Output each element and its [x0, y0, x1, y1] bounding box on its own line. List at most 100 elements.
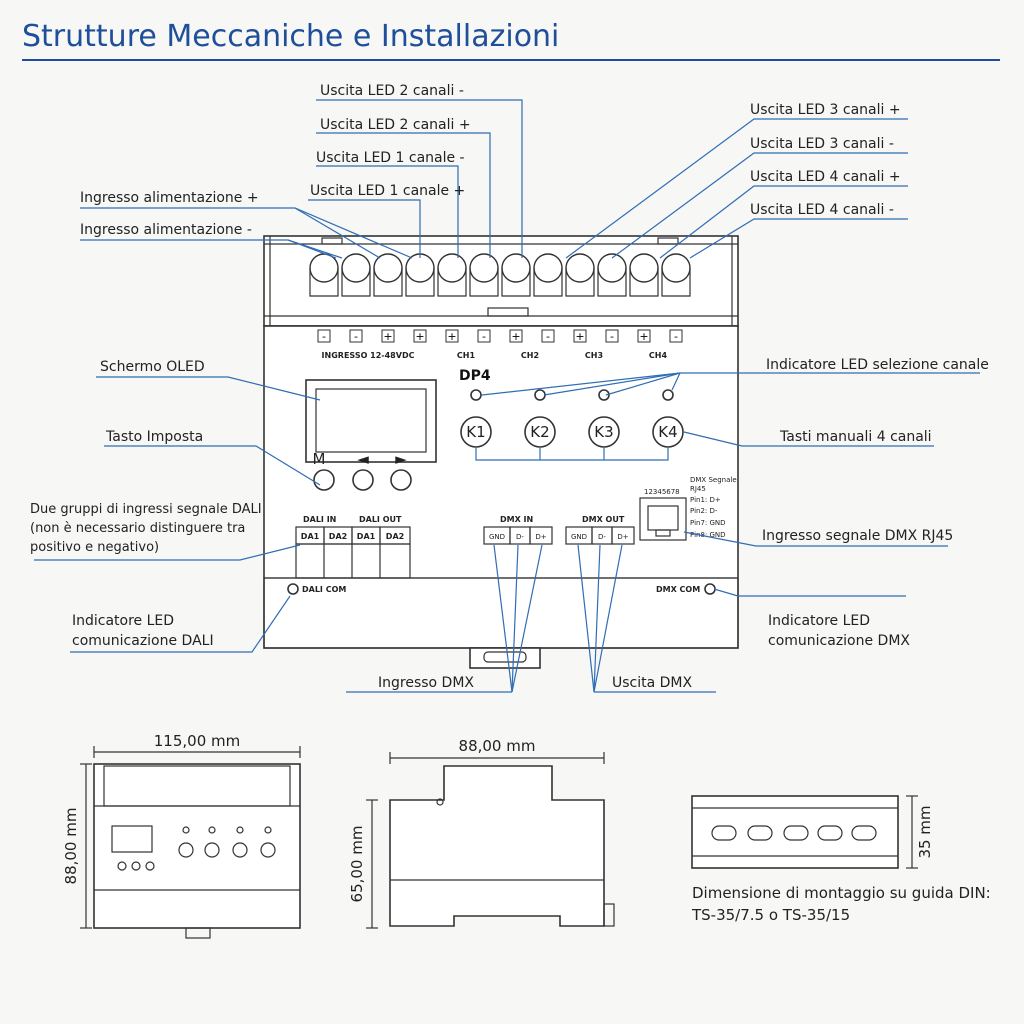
- terminal-slot: [565, 268, 595, 297]
- dim-side-depth: 88,00 mm: [459, 737, 536, 755]
- terminal-sign-box: [413, 329, 427, 343]
- callout-dali-groups-3: positivo e negativo): [30, 540, 159, 555]
- key-k4-label: K4: [658, 423, 677, 441]
- dali-out-label: DALI OUT: [359, 515, 402, 524]
- rj45-pin7: Pin7: GND: [690, 519, 726, 527]
- din-note-line1: Dimensione di montaggio su guida DIN:: [692, 884, 991, 902]
- dmx-in-pin-dminus: D-: [516, 533, 524, 541]
- dim-rail-height: 35 mm: [916, 805, 934, 858]
- callout-led4-pos: Uscita LED 4 canali +: [750, 169, 901, 185]
- terminal-sign: +: [639, 330, 648, 343]
- rj45-info-title: DMX Segnale: [690, 476, 737, 484]
- screw-terminal: [597, 253, 627, 283]
- terminal-sign-box: [509, 329, 523, 343]
- dali-pin-2: DA2: [329, 532, 347, 541]
- callout-led4-neg: Uscita LED 4 canali -: [750, 202, 894, 218]
- rj45-pin-numbers: 12345678: [644, 488, 680, 496]
- rj45-port: [639, 497, 687, 541]
- callout-led2-pos: Uscita LED 2 canali +: [320, 117, 471, 133]
- terminal-slot: [341, 268, 371, 297]
- rj45-pin8: Pin8: GND: [690, 531, 726, 539]
- terminal-block: [263, 235, 739, 327]
- callout-oled: Schermo OLED: [100, 359, 205, 375]
- callout-dmx-led-2: comunicazione DMX: [768, 633, 910, 649]
- dali-in-label: DALI IN: [303, 515, 336, 524]
- terminal-sign: +: [447, 330, 456, 343]
- group-label-ch1: CH1: [457, 351, 476, 360]
- dali-pin-4: DA2: [386, 532, 404, 541]
- terminal-slot: [597, 268, 627, 297]
- group-label-ch2: CH2: [521, 351, 539, 360]
- dmx-out-label: DMX OUT: [582, 515, 625, 524]
- callout-manual-keys: Tasti manuali 4 canali: [779, 429, 932, 445]
- terminal-sign: +: [415, 330, 424, 343]
- left-key-label: ◄: [357, 450, 369, 468]
- screw-terminal: [565, 253, 595, 283]
- screw-terminal: [373, 253, 403, 283]
- terminal-slot: [373, 268, 403, 297]
- din-clip: [469, 647, 541, 669]
- terminal-signs: --+++-+-+-+-: [317, 329, 683, 343]
- rj45-pin1: Pin1: D+: [690, 496, 721, 504]
- rj45-pin2: Pin2: D-: [690, 507, 718, 515]
- callout-lines: [34, 99, 980, 693]
- dali-pin-1: DA1: [301, 532, 320, 541]
- terminal-slot: [309, 268, 339, 297]
- dmx-out-pin-gnd: GND: [571, 533, 587, 541]
- terminal-sign: +: [383, 330, 392, 343]
- dali-com-led: [287, 583, 299, 595]
- screw-terminal: [341, 253, 371, 283]
- terminal-sign-box: [349, 329, 363, 343]
- key-k2-label: K2: [530, 423, 549, 441]
- terminal-slot: [405, 268, 435, 297]
- dim-side-height: 65,00 mm: [348, 826, 366, 903]
- terminal-sign: -: [322, 330, 326, 343]
- key-k3-label: K3: [594, 423, 613, 441]
- callout-led3-pos: Uscita LED 3 canali +: [750, 102, 901, 118]
- model-label: DP4: [459, 368, 491, 384]
- terminal-sign-box: [605, 329, 619, 343]
- callout-labels: Uscita LED 2 canali - Uscita LED 2 canal…: [30, 83, 989, 691]
- callout-led1-neg: Uscita LED 1 canale -: [316, 150, 465, 166]
- callout-power-neg: Ingresso alimentazione -: [80, 222, 252, 238]
- screw-terminal: [437, 253, 467, 283]
- terminal-sign: -: [674, 330, 678, 343]
- callout-dmx-output: Uscita DMX: [612, 675, 693, 691]
- side-dimension-view: 88,00 mm 65,00 mm: [348, 737, 615, 929]
- terminal-slot: [501, 268, 531, 297]
- terminal-sign: -: [482, 330, 486, 343]
- screw-terminal: [309, 253, 339, 283]
- terminal-slot: [533, 268, 563, 297]
- screw-terminal: [629, 253, 659, 283]
- terminal-sign: -: [610, 330, 614, 343]
- callout-led1-pos: Uscita LED 1 canale +: [310, 183, 465, 199]
- callout-dali-led-2: comunicazione DALI: [72, 633, 214, 649]
- menu-key-button: [313, 469, 335, 491]
- screw-terminal: [469, 253, 499, 283]
- menu-key-label: M: [313, 450, 326, 468]
- terminal-sign: -: [354, 330, 358, 343]
- dmx-out-pin-dplus: D+: [617, 533, 628, 541]
- terminal-sign-box: [477, 329, 491, 343]
- channel-led-2: [534, 389, 546, 401]
- rj45-info-type: RJ45: [690, 485, 706, 493]
- front-dimension-view: 115,00 mm 88,00 mm: [62, 732, 301, 939]
- oled-screen: [305, 379, 437, 463]
- callout-dali-groups-1: Due gruppi di ingressi segnale DALI: [30, 502, 262, 517]
- screw-terminal: [661, 253, 691, 283]
- dmx-com-led: [704, 583, 716, 595]
- callout-led3-neg: Uscita LED 3 canali -: [750, 136, 894, 152]
- callout-dali-led-1: Indicatore LED: [72, 613, 174, 629]
- callout-dmx-rj45: Ingresso segnale DMX RJ45: [762, 528, 953, 544]
- dmx-in-label: DMX IN: [500, 515, 533, 524]
- channel-led-4: [662, 389, 674, 401]
- dali-com-label: DALI COM: [302, 585, 346, 594]
- terminal-slot: [437, 268, 467, 297]
- terminal-sign-box: [381, 329, 395, 343]
- screw-terminal: [501, 253, 531, 283]
- terminal-sign: +: [511, 330, 520, 343]
- dim-front-width: 115,00 mm: [154, 732, 240, 750]
- page-title: Strutture Meccaniche e Installazioni: [22, 19, 559, 54]
- callout-dali-groups-2: (non è necessario distinguere tra: [30, 521, 245, 536]
